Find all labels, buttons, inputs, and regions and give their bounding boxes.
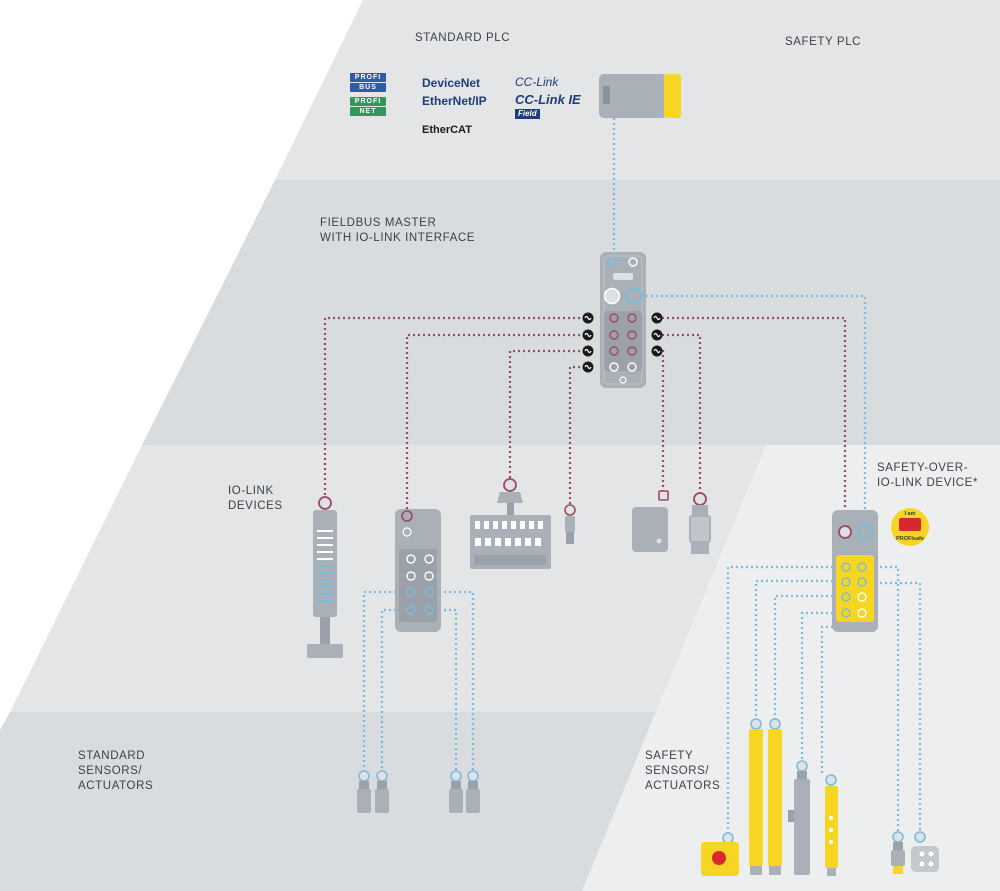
line-safety-to-grey-sensor	[860, 581, 922, 832]
label-safety-over-line1: SAFETY-OVER-	[877, 462, 969, 474]
profibus-logo: PROFI BUS	[350, 73, 386, 93]
line-hub-to-sensor-4	[429, 608, 458, 775]
label-safety-plc-text: SAFETY PLC	[785, 36, 862, 48]
cclink-logo: CC-Link	[515, 75, 559, 89]
line-master-to-sensor	[568, 365, 585, 505]
label-standard-sensors-line1: STANDARD	[78, 750, 146, 762]
badge-line2: PROFIsafe	[896, 536, 924, 542]
standard-sensor-3	[449, 770, 463, 813]
badge-line1: I am	[904, 511, 915, 517]
profinet-logo-top: PROFI	[350, 97, 386, 106]
line-safety-to-estop	[726, 565, 843, 838]
standard-sensor-2	[375, 770, 389, 813]
safety-yellow-sensor	[825, 774, 838, 876]
ethernetip-logo: EtherNet/IP	[422, 94, 487, 108]
safety-door-switch	[788, 760, 810, 875]
band-safety-zone	[582, 445, 1000, 891]
profinet-logo-bottom: NET	[350, 107, 386, 116]
label-standard-plc-text: STANDARD PLC	[415, 32, 511, 44]
safety-small-sensor	[891, 831, 905, 874]
ethercat-logo: EtherCAT	[422, 124, 472, 136]
light-curtain-2	[768, 718, 782, 875]
io-link-port-symbols	[582, 312, 663, 373]
io-link-lines	[323, 316, 847, 523]
safety-grey-sensor	[911, 831, 939, 872]
line-safety-to-curtain-1	[754, 579, 843, 720]
cclink-ie-logo: CC-Link IE	[515, 92, 581, 107]
label-safety-sensors-line3: ACTUATORS	[645, 780, 721, 792]
label-safety-sensors: SAFETY SENSORS/ ACTUATORS	[645, 749, 720, 794]
standard-sensors	[357, 770, 480, 813]
profibus-logo-bottom: BUS	[350, 83, 386, 92]
label-safety-over-io-link: SAFETY-OVER- IO-LINK DEVICE*	[877, 461, 978, 491]
io-link-valve	[689, 492, 711, 554]
label-standard-sensors-line3: ACTUATORS	[78, 780, 154, 792]
light-curtain-1	[749, 718, 763, 875]
label-io-link-devices-line2: DEVICES	[228, 500, 283, 512]
line-hub-to-sensor-3	[429, 590, 475, 775]
label-safety-plc: SAFETY PLC	[785, 35, 861, 50]
light-tower	[307, 496, 343, 658]
label-fieldbus-master-line2: WITH IO-LINK INTERFACE	[320, 232, 476, 244]
cclink-field-logo: Field	[515, 109, 540, 119]
band-fieldbus-master	[142, 180, 1000, 445]
io-link-sensor	[564, 504, 576, 544]
label-fieldbus-master: FIELDBUS MASTER WITH IO-LINK INTERFACE	[320, 216, 475, 246]
safety-over-io-link-device	[832, 510, 878, 632]
label-safety-over-line2: IO-LINK DEVICE*	[877, 477, 979, 489]
line-safety-to-switch	[800, 611, 843, 762]
label-io-link-devices-line1: IO-LINK	[228, 485, 274, 497]
line-master-to-safety-device	[646, 294, 867, 523]
label-standard-sensors: STANDARD SENSORS/ ACTUATORS	[78, 749, 153, 794]
master-ports	[609, 313, 637, 372]
label-fieldbus-master-line1: FIELDBUS MASTER	[320, 217, 437, 229]
label-io-link-devices: IO-LINK DEVICES	[228, 484, 283, 514]
label-standard-plc: STANDARD PLC	[415, 31, 510, 46]
devicenet-logo: DeviceNet	[422, 76, 481, 90]
line-master-to-robot	[508, 349, 585, 481]
profisafe-badge: I am PROFIsafe	[891, 508, 929, 546]
label-standard-sensors-line2: SENSORS/	[78, 765, 143, 777]
profibus-logo-top: PROFI	[350, 73, 386, 82]
standard-sensor-4	[466, 770, 480, 813]
label-safety-sensors-line1: SAFETY	[645, 750, 694, 762]
standard-sensor-1	[357, 770, 371, 813]
valve-terminal-robot	[470, 478, 551, 569]
profinet-logo: PROFI NET	[350, 97, 386, 117]
io-link-box-sensor	[632, 490, 669, 552]
safety-plc	[599, 74, 681, 118]
line-master-to-light-tower	[323, 316, 585, 496]
line-safety-to-curtain-2	[773, 594, 843, 720]
label-safety-sensors-line2: SENSORS/	[645, 765, 710, 777]
emergency-stop-box	[701, 832, 739, 876]
fieldbus-master	[600, 252, 646, 388]
safety-sensors	[701, 718, 939, 876]
io-link-hub	[395, 509, 441, 632]
